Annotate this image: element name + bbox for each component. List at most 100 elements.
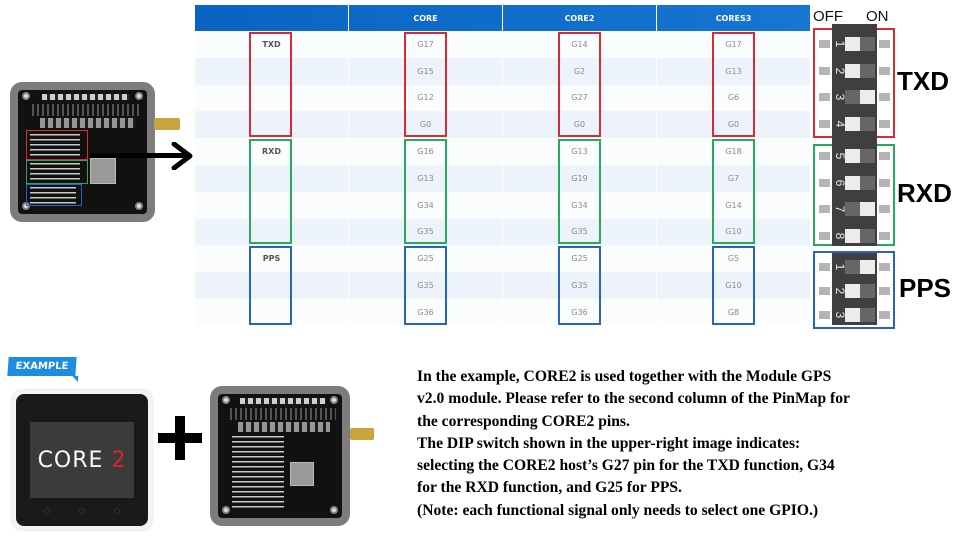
core-cell: G12: [348, 84, 502, 112]
dip-switch-knob-off[interactable]: [845, 228, 860, 243]
dip-switch-2[interactable]: 2: [832, 61, 877, 81]
desc-line: selecting the CORE2 host’s G27 pin for t…: [417, 457, 835, 475]
dip-group-label: RXD: [897, 178, 952, 208]
desc-line: The DIP switch shown in the upper-right …: [417, 434, 801, 452]
core2-label-main: CORE: [37, 447, 112, 473]
on-label: ON: [866, 8, 889, 25]
mini-pps-lines: [30, 187, 76, 205]
dip-switch-track: [845, 202, 875, 216]
module-case: [210, 386, 350, 526]
core2-cell: G2: [502, 57, 656, 85]
dip-group-label: TXD: [897, 66, 949, 96]
header-labels: [42, 94, 130, 100]
desc-line: for the RXD function, and G25 for PPS.: [417, 479, 682, 497]
dip-switch-5[interactable]: 5: [832, 146, 877, 166]
core2-cell: G36: [502, 298, 656, 326]
dip-switch-6[interactable]: 6: [832, 173, 877, 193]
core2-cell: G25: [502, 245, 656, 273]
dip-pin: [879, 66, 890, 75]
dip-switch-knob-off[interactable]: [845, 175, 860, 190]
core2-cell: G35: [502, 218, 656, 246]
dip-pin: [819, 178, 830, 187]
function-cell: [195, 219, 348, 246]
core-cell: G35: [348, 218, 502, 246]
core2-label: CORE 2: [38, 448, 127, 473]
dip-switch-3[interactable]: 3: [832, 87, 877, 107]
dip-pin: [879, 311, 890, 319]
screw-icon: [135, 92, 143, 100]
example-badge: EXAMPLE: [7, 357, 77, 376]
dip-pin: [879, 152, 890, 160]
core2-cell: G0: [502, 111, 656, 139]
dip-switch-knob-off[interactable]: [845, 63, 860, 78]
pinmap-header: CORE CORE2 CORES3: [195, 5, 810, 31]
dip-pin: [879, 93, 890, 101]
dip-pin: [879, 40, 890, 48]
dip-switch-1[interactable]: 1: [832, 257, 877, 277]
screw-icon: [330, 506, 338, 514]
core-cell: G36: [348, 298, 502, 326]
function-cell: [195, 272, 348, 299]
dip-switch-knob-off[interactable]: [845, 308, 860, 322]
gps-chip: [290, 462, 314, 486]
dip-pin: [819, 205, 830, 213]
dip-pin: [819, 231, 830, 240]
function-cell: [195, 165, 348, 192]
header-function: [195, 5, 348, 31]
header-labels: [240, 398, 326, 404]
dip-switch-4[interactable]: 4: [832, 114, 877, 134]
dip-switch-2[interactable]: 2: [832, 281, 877, 301]
cores3-cell: G6: [656, 84, 810, 112]
function-cell: [195, 192, 348, 219]
function-cell: RXD: [262, 147, 281, 157]
cores3-cell: G17: [656, 31, 810, 58]
dip-switch-1[interactable]: 1: [832, 34, 877, 54]
mini-pinmap-lines: [232, 436, 284, 508]
dip-switch-knob-on[interactable]: [860, 260, 875, 274]
dip-switch-track: [845, 90, 875, 104]
function-cell: [195, 58, 348, 85]
dip-pin: [879, 287, 890, 295]
dip-switch-knob-off[interactable]: [845, 37, 860, 51]
button-a: [44, 508, 50, 514]
example-description: In the example, CORE2 is used together w…: [417, 366, 957, 522]
core2-device: CORE 2: [12, 390, 152, 530]
core2-cell: G13: [502, 138, 656, 165]
cores3-cell: G14: [656, 191, 810, 219]
pin-labels: [238, 422, 330, 432]
function-cell: [195, 299, 348, 326]
dip-switch-7[interactable]: 7: [832, 199, 877, 219]
antenna-connector: [154, 118, 180, 130]
cores3-cell: G10: [656, 218, 810, 246]
function-cell: TXD: [262, 39, 281, 49]
dip-switch-3[interactable]: 3: [832, 305, 877, 325]
cores3-cell: G7: [656, 164, 810, 192]
dip-group-label: PPS: [899, 273, 952, 303]
mini-pps-box: [26, 184, 82, 206]
dip-switch-track: [845, 37, 875, 51]
dip-switch-knob-off[interactable]: [845, 116, 860, 131]
dip-pin: [819, 287, 830, 295]
screw-icon: [330, 396, 338, 404]
dip-switch-knob-on[interactable]: [860, 202, 875, 216]
core2-screen: CORE 2: [30, 422, 134, 498]
dip-switch-track: [845, 175, 875, 190]
module-case: [10, 82, 155, 222]
cores3-cell: G13: [656, 57, 810, 85]
dip-switch-knob-off[interactable]: [845, 284, 860, 298]
dip-switch-8[interactable]: 8: [832, 226, 877, 246]
core2-label-accent: 2: [111, 447, 127, 473]
pin-labels: [40, 118, 135, 128]
dip-switch-knob-on[interactable]: [860, 90, 875, 104]
cores3-cell: G0: [656, 111, 810, 139]
dip-switch-knob-off[interactable]: [845, 149, 860, 163]
dip-pin: [819, 40, 830, 48]
